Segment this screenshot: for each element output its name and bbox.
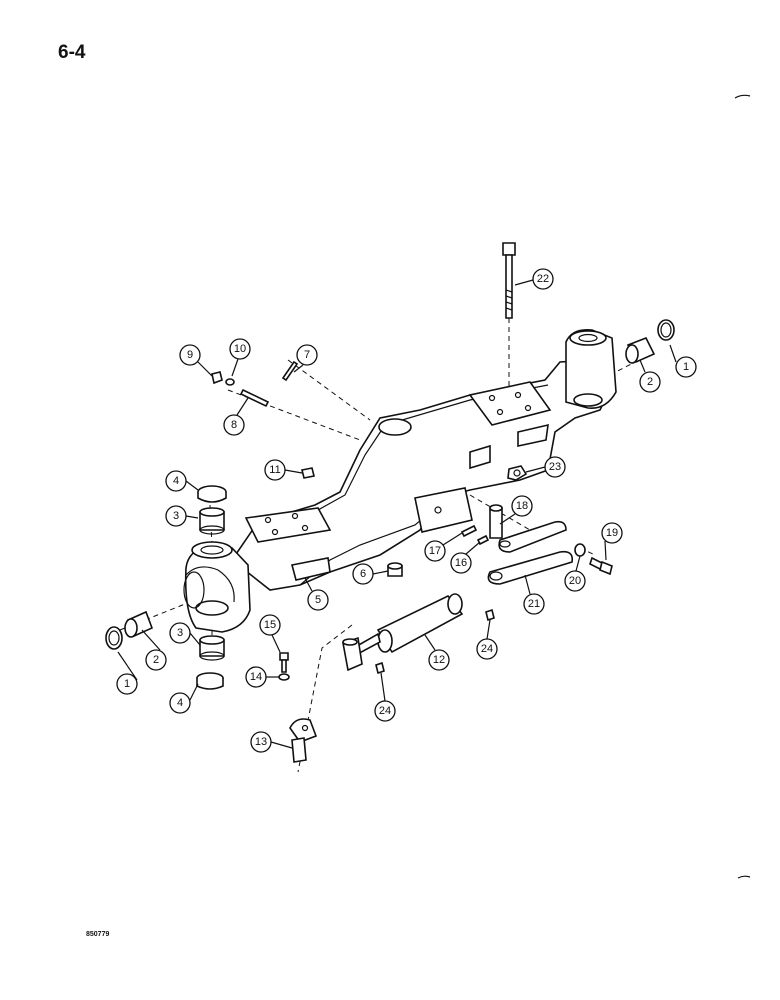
svg-text:15: 15 [264, 619, 276, 631]
svg-text:3: 3 [173, 510, 179, 522]
cap-top [197, 485, 227, 503]
callout-2: 2 [145, 649, 167, 671]
svg-text:24: 24 [481, 643, 493, 655]
plug [387, 562, 403, 577]
svg-text:21: 21 [528, 598, 540, 610]
svg-text:24: 24 [379, 705, 391, 717]
callout-21: 21 [523, 593, 545, 615]
svg-text:2: 2 [153, 654, 159, 666]
steering-cylinder [342, 593, 464, 672]
bushing-right [625, 336, 656, 364]
svg-text:23: 23 [549, 461, 561, 473]
svg-text:17: 17 [429, 545, 441, 557]
svg-text:22: 22 [537, 273, 549, 285]
page-edge-mark [737, 875, 751, 879]
svg-text:12: 12 [433, 654, 445, 666]
callout-3: 3 [169, 622, 191, 644]
callout-7: 7 [296, 344, 318, 366]
clamp-washer [278, 673, 290, 681]
bolt-short [589, 556, 613, 576]
stud-long [239, 388, 270, 408]
svg-text:4: 4 [173, 475, 179, 487]
page-number: 6-4 [58, 42, 86, 63]
callout-1: 1 [675, 356, 697, 378]
svg-text:14: 14 [250, 671, 262, 683]
svg-text:9: 9 [187, 349, 193, 361]
callout-14: 14 [245, 666, 267, 688]
callout-19: 19 [601, 522, 623, 544]
svg-text:13: 13 [255, 736, 267, 748]
callout-15: 15 [259, 614, 281, 636]
pivot-pin [489, 504, 503, 539]
callout-22: 22 [532, 268, 554, 290]
parts [105, 242, 675, 763]
bracket-pair [487, 520, 574, 585]
svg-text:19: 19 [606, 527, 618, 539]
washer [574, 543, 586, 557]
svg-text:4: 4 [177, 697, 183, 709]
svg-text:16: 16 [455, 557, 467, 569]
callout-leaders [117, 279, 677, 749]
illustration-reference-code: 850779 [86, 931, 110, 938]
svg-text:10: 10 [234, 343, 246, 355]
bushing-top [199, 507, 225, 535]
grease-fitting [301, 467, 315, 479]
callout-10: 10 [229, 338, 251, 360]
svg-text:7: 7 [304, 349, 310, 361]
callout-2: 2 [639, 371, 661, 393]
stud-short [281, 360, 299, 382]
cylinder-fitting-2 [375, 661, 385, 675]
callout-17: 17 [424, 540, 446, 562]
callout-16: 16 [450, 552, 472, 574]
svg-text:18: 18 [516, 500, 528, 512]
callout-18: 18 [511, 495, 533, 517]
svg-text:20: 20 [569, 575, 581, 587]
callout-24: 24 [374, 700, 396, 722]
callout-11: 11 [264, 459, 286, 481]
svg-text:8: 8 [231, 419, 237, 431]
cap-bottom [196, 672, 224, 690]
callout-6: 6 [352, 563, 374, 585]
axle-housing [183, 328, 617, 633]
nut [507, 465, 528, 481]
callout-8: 8 [223, 414, 245, 436]
page-edge-mark [734, 94, 751, 99]
svg-text:6: 6 [360, 568, 366, 580]
svg-text:11: 11 [269, 464, 280, 476]
svg-text:1: 1 [683, 361, 689, 373]
pin-small [460, 524, 478, 538]
svg-text:2: 2 [647, 376, 653, 388]
anchor-pin [289, 718, 318, 763]
svg-text:3: 3 [177, 627, 183, 639]
seal-right [657, 319, 675, 341]
callout-23: 23 [544, 456, 566, 478]
callout-5: 5 [307, 589, 329, 611]
seal-left [105, 626, 123, 650]
callout-13: 13 [250, 731, 272, 753]
callout-3: 3 [165, 505, 187, 527]
bushing-bottom [199, 635, 225, 661]
callout-12: 12 [428, 649, 450, 671]
callout-9: 9 [179, 344, 201, 366]
svg-text:5: 5 [315, 594, 321, 606]
small-nut [211, 371, 223, 385]
callout-4: 4 [165, 470, 187, 492]
clamp-bolt [279, 652, 289, 673]
callout-1: 1 [116, 673, 138, 695]
small-washer [225, 378, 235, 386]
svg-text:1: 1 [124, 678, 130, 690]
callout-4: 4 [169, 692, 191, 714]
callout-24: 24 [476, 638, 498, 660]
callout-20: 20 [564, 570, 586, 592]
cylinder-fitting [485, 608, 495, 622]
long-bolt [502, 242, 516, 319]
bushing-left [124, 610, 154, 638]
